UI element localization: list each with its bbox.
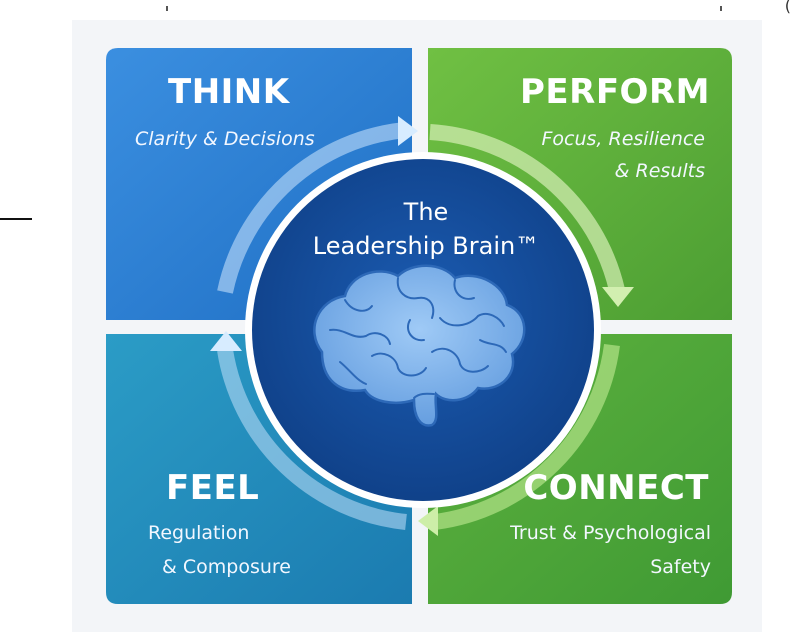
arrow-perform-to-connect bbox=[429, 124, 625, 292]
connect-subtitle-line2: Safety bbox=[650, 556, 711, 578]
arrow-heads bbox=[210, 116, 634, 536]
edge-mark-left bbox=[166, 6, 168, 11]
perform-subtitle-line1: Focus, Resilience bbox=[541, 128, 705, 150]
center-title-line2: Leadership Brain™ bbox=[312, 232, 540, 260]
edge-mark-corner: ( bbox=[784, 0, 791, 15]
feel-subtitle-line1: Regulation bbox=[148, 522, 250, 544]
arrow-feel-to-think bbox=[217, 348, 407, 530]
think-title: THINK bbox=[168, 72, 290, 112]
arrowhead-right bbox=[602, 287, 634, 307]
arrow-think-to-perform bbox=[217, 122, 406, 294]
edge-rule bbox=[0, 218, 32, 220]
brain-icon bbox=[313, 264, 526, 427]
cycle-arrows bbox=[217, 122, 625, 530]
edge-mark-right bbox=[720, 6, 722, 11]
arrowhead-top bbox=[398, 116, 418, 146]
perform-subtitle-line2: & Results bbox=[614, 160, 705, 182]
connect-title: CONNECT bbox=[523, 468, 709, 508]
arrow-connect-to-feel bbox=[433, 343, 620, 530]
feel-subtitle-line2: & Composure bbox=[162, 556, 291, 578]
perform-title: PERFORM bbox=[520, 72, 710, 112]
center-title-line1: The bbox=[403, 198, 449, 226]
feel-title: FEEL bbox=[166, 468, 260, 508]
arrowhead-bottom bbox=[418, 506, 438, 536]
connect-subtitle-line1: Trust & Psychological bbox=[510, 522, 711, 544]
think-subtitle: Clarity & Decisions bbox=[135, 128, 315, 150]
arrowhead-left bbox=[210, 331, 242, 351]
